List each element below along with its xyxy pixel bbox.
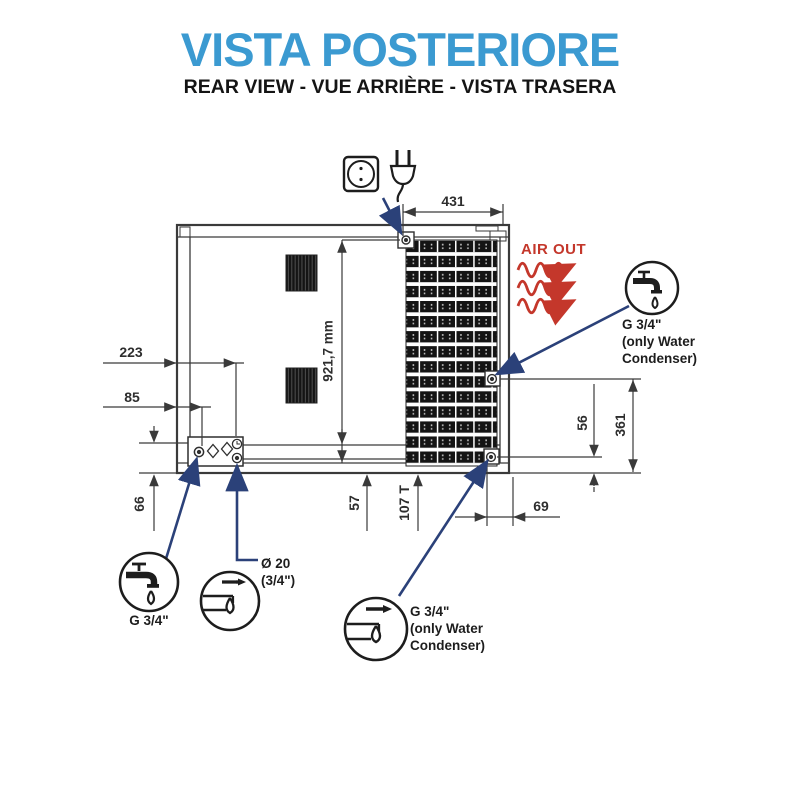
drain-left-label-2: (3/4") bbox=[261, 573, 296, 588]
air-out-arrows-icon bbox=[516, 261, 577, 326]
water-tap-right-icon bbox=[624, 260, 680, 316]
page-title: VISTA POSTERIORE bbox=[180, 23, 620, 76]
dim-57: 57 bbox=[346, 495, 362, 511]
vent-grille-top-icon bbox=[285, 254, 318, 292]
leader-drain-left bbox=[225, 462, 258, 562]
inlet-right-label-2: (only Water bbox=[622, 334, 696, 349]
dim-431: 431 bbox=[441, 193, 465, 209]
connection-box bbox=[187, 436, 244, 467]
air-out-label: AIR OUT bbox=[521, 241, 587, 258]
drain-left-icon bbox=[199, 570, 261, 632]
drain-left-label-1: Ø 20 bbox=[261, 556, 291, 571]
page-subtitle: REAR VIEW - VUE ARRIÈRE - VISTA TRASERA bbox=[183, 76, 617, 98]
diamond-port-1 bbox=[206, 443, 220, 459]
water-tap-left-icon bbox=[118, 551, 180, 613]
dimension-lines bbox=[103, 204, 641, 531]
dim-85: 85 bbox=[124, 389, 140, 405]
dim-69: 69 bbox=[533, 498, 549, 514]
vent-grille-bottom-icon bbox=[285, 367, 318, 404]
diamond-port-2 bbox=[220, 441, 234, 457]
leader-arrows bbox=[163, 197, 630, 597]
drain-right-icon bbox=[343, 596, 409, 662]
power-connection-point bbox=[397, 231, 415, 249]
drain-right-label-1: G 3/4" bbox=[410, 604, 450, 619]
drain-right-label-2: (only Water bbox=[410, 621, 484, 636]
condenser-grille bbox=[405, 239, 498, 467]
leader-power bbox=[378, 197, 403, 236]
dim-223: 223 bbox=[119, 344, 143, 360]
dim-56: 56 bbox=[574, 415, 590, 431]
inlet-right-label-1: G 3/4" bbox=[622, 317, 662, 332]
leader-drain-right bbox=[397, 458, 489, 597]
leader-inlet-left bbox=[163, 456, 201, 563]
dim-66: 66 bbox=[131, 496, 147, 512]
dim-9217: 921,7 mm bbox=[320, 320, 336, 382]
inlet-left-label: G 3/4" bbox=[129, 613, 169, 628]
dim-361: 361 bbox=[612, 413, 628, 437]
leader-inlet-right bbox=[494, 304, 630, 376]
dim-107t: 107 T bbox=[396, 485, 412, 521]
drain-right-label-3: Condenser) bbox=[410, 638, 486, 653]
inlet-right-label-3: Condenser) bbox=[622, 351, 698, 366]
power-plug-icon bbox=[342, 150, 417, 203]
